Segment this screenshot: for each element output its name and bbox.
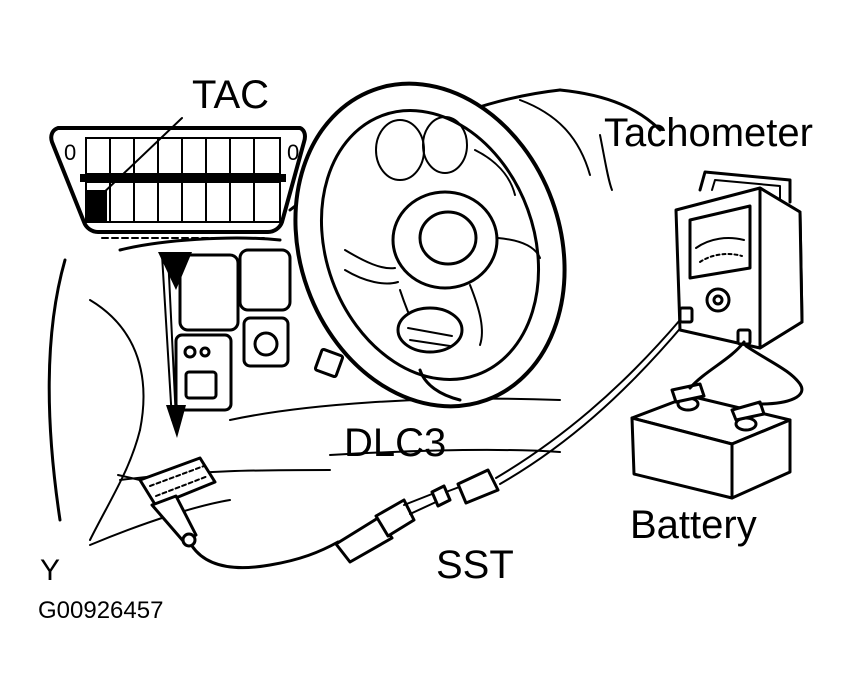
dashboard-illustration [47,81,662,546]
tac-leader-line [97,117,183,199]
sst-lead-wire [190,319,685,570]
dlc3-label: DLC3 [344,421,446,465]
y-label: Y [40,554,60,587]
tachometer-label: Tachometer [604,111,813,155]
connector-left-mark: 0 [64,140,76,165]
battery-leads [688,340,804,406]
connector-right-mark: 0 [287,140,299,165]
connector-pin-dividers [109,137,255,223]
tac-pin [87,190,107,222]
tachometer-device [674,170,804,350]
figure-id: G00926457 [38,597,163,624]
tac-label: TAC [192,73,269,117]
sst-label: SST [436,543,514,587]
down-arrow [158,252,192,438]
dlc3-socket [117,456,217,548]
battery-device [630,382,792,500]
battery-label: Battery [630,503,757,547]
dlc3-connector-inset: 0 0 [49,117,307,239]
